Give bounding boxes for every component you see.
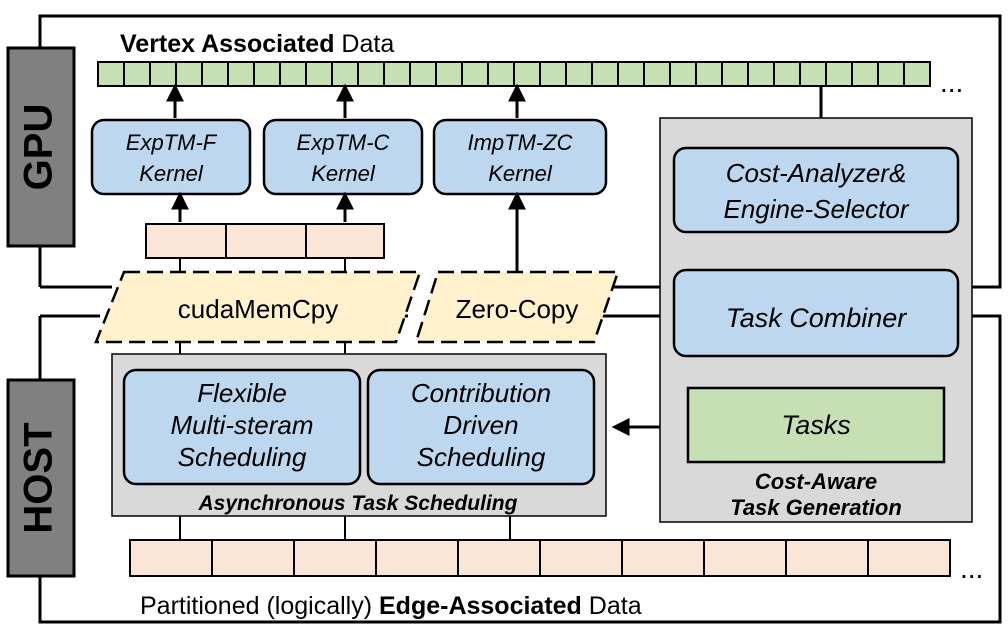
tasks-label: Tasks [781,410,851,440]
kernel-impTM-ZC: ImpTM-ZC Kernel [432,118,608,196]
edge-data-array [129,539,951,577]
gpu-region [38,14,1002,289]
flexible-line-1: Flexible [197,378,287,408]
kernel-expTM-C-name: ExpTM-C [297,130,390,155]
task-generation-title-line-1: Cost-Aware [755,469,877,494]
host-label: HOST [17,422,61,533]
kernel-expTM-F: ExpTM-F Kernel [90,118,252,196]
contribution-line-2: Driven [443,410,518,440]
host-region [38,314,1002,624]
kernel-impTM-ZC-name: ImpTM-ZC [467,130,572,155]
kernel-expTM-C-suffix: Kernel [311,161,376,186]
vertex-data-array [97,61,931,87]
cost-analyzer-box [672,146,960,234]
edge-ellipsis: ... [960,553,983,584]
gpu-buffer [145,223,385,259]
flexible-scheduling-box [122,368,362,486]
flexible-line-2: Multi-steram [170,410,313,440]
flexible-line-3: Scheduling [178,442,307,472]
edge-data-title: Partitioned (logically) Edge-Associated … [140,592,642,620]
cost-aware-task-generation-panel: Cost-Analyzer& Engine-Selector Task Comb… [659,117,973,523]
gpu-side-label: GPU [6,46,76,248]
kernel-impTM-ZC-suffix: Kernel [488,161,553,186]
task-combiner-label: Task Combiner [726,303,908,333]
kernel-expTM-F-suffix: Kernel [139,161,204,186]
task-generation-title-line-2: Task Generation [730,495,902,520]
tasks-box [686,386,946,464]
host-side-label: HOST [6,378,76,578]
cudamemcpy-label: cudaMemCpy [178,294,338,324]
contribution-scheduling-box [366,368,596,486]
task-combiner-box [672,268,960,358]
cost-analyzer-line-2: Engine-Selector [724,194,910,224]
vertex-data-title: Vertex Associated Data [120,30,394,58]
contribution-line-3: Scheduling [417,442,546,472]
async-task-scheduling-panel: Flexible Multi-steram Scheduling Contrib… [111,353,607,517]
kernel-expTM-F-name: ExpTM-F [126,130,218,155]
async-scheduling-title: Asynchronous Task Scheduling [198,492,518,515]
gpu-label: GPU [17,104,61,191]
kernel-expTM-C: ExpTM-C Kernel [262,118,424,196]
cudamemcpy-transfer: cudaMemCpy [94,270,422,344]
zero-copy-transfer: Zero-Copy [414,270,620,344]
vertex-ellipsis: ... [940,67,963,98]
cost-analyzer-line-1: Cost-Analyzer& [726,158,907,188]
contribution-line-1: Contribution [411,378,551,408]
zero-copy-label: Zero-Copy [456,294,579,324]
